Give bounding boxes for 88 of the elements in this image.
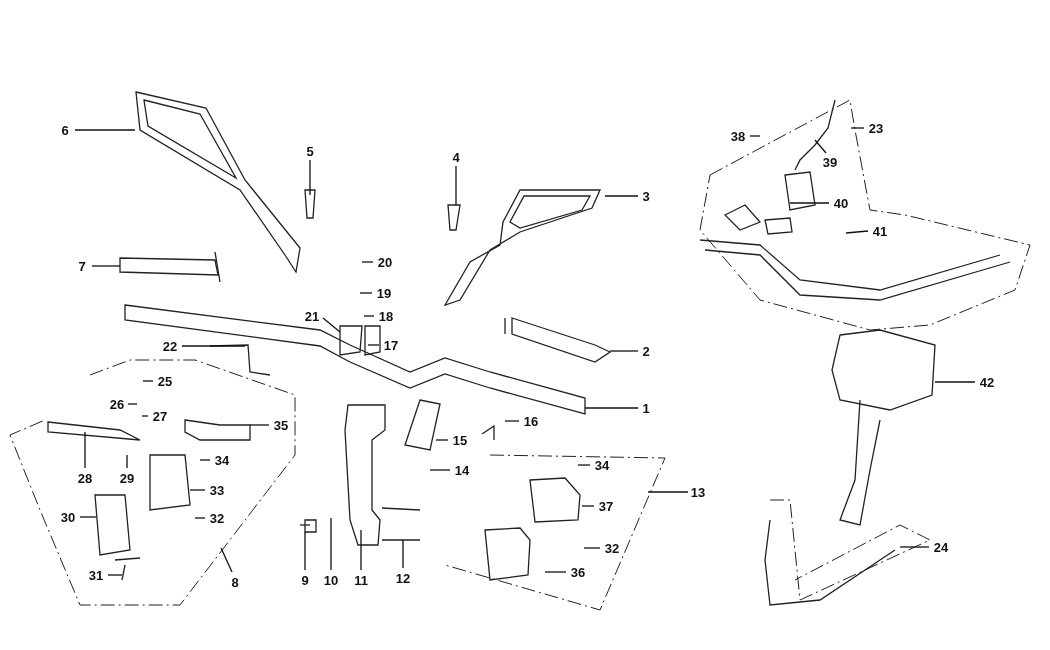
callout-number: 14 xyxy=(454,462,470,478)
leader-line xyxy=(850,127,865,129)
leader-line xyxy=(455,165,457,206)
callout-number: 6 xyxy=(61,122,69,138)
leader-line xyxy=(127,403,138,405)
leader-line xyxy=(74,129,136,131)
leader-line xyxy=(181,345,246,347)
leader-line xyxy=(584,407,639,409)
callout-number: 4 xyxy=(452,149,460,165)
callout-number: 22 xyxy=(162,338,178,354)
callout-number: 18 xyxy=(378,308,394,324)
leader-line xyxy=(367,344,380,346)
callout-number: 38 xyxy=(730,128,746,144)
callout-number: 7 xyxy=(78,258,86,274)
leader-line xyxy=(359,292,373,294)
callout-number: 3 xyxy=(642,188,650,204)
leader-line xyxy=(142,380,154,382)
callout-number: 32 xyxy=(209,510,225,526)
leader-line xyxy=(91,265,121,267)
callout-number: 28 xyxy=(77,470,93,486)
leader-line xyxy=(330,517,332,571)
leader-line xyxy=(845,230,869,234)
leader-line xyxy=(577,464,591,466)
callout-number: 17 xyxy=(383,337,399,353)
leader-line xyxy=(583,547,601,549)
leader-line xyxy=(220,547,233,573)
leader-line xyxy=(79,516,97,518)
callout-number: 15 xyxy=(452,432,468,448)
callout-number: 23 xyxy=(868,120,884,136)
callout-number: 40 xyxy=(833,195,849,211)
leader-line xyxy=(429,469,451,471)
callout-number: 1 xyxy=(642,400,650,416)
leader-line xyxy=(647,491,689,493)
leader-line xyxy=(789,202,830,204)
leader-line xyxy=(107,574,123,576)
leader-line xyxy=(322,317,341,333)
callout-number: 2 xyxy=(642,343,650,359)
leader-line xyxy=(361,261,374,263)
leader-line xyxy=(126,454,128,469)
leader-line xyxy=(402,539,404,569)
leader-line xyxy=(194,517,206,519)
callout-number: 16 xyxy=(523,413,539,429)
callout-number: 21 xyxy=(304,308,320,324)
callout-number: 27 xyxy=(152,408,168,424)
callout-number: 9 xyxy=(301,572,309,588)
leader-line xyxy=(309,159,311,196)
callout-number: 13 xyxy=(690,484,706,500)
callout-number: 33 xyxy=(209,482,225,498)
leader-line xyxy=(749,135,761,137)
callout-number: 35 xyxy=(273,417,289,433)
callout-number: 39 xyxy=(822,154,838,170)
leader-line xyxy=(189,489,206,491)
leader-line xyxy=(504,420,520,422)
callout-number: 20 xyxy=(377,254,393,270)
callout-number: 11 xyxy=(354,572,368,588)
callout-number: 12 xyxy=(395,570,411,586)
leader-line xyxy=(899,546,930,548)
leader-line xyxy=(435,439,449,441)
leader-line xyxy=(934,381,976,383)
leader-line xyxy=(304,531,306,571)
callout-number: 36 xyxy=(570,564,586,580)
callout-number: 26 xyxy=(109,396,125,412)
leader-line xyxy=(360,529,362,571)
callout-number: 41 xyxy=(872,223,888,239)
callout-number: 34 xyxy=(594,457,610,473)
callout-number: 19 xyxy=(376,285,392,301)
leader-line xyxy=(581,505,595,507)
callout-number: 30 xyxy=(60,509,76,525)
callout-number: 34 xyxy=(214,452,230,468)
callout-number: 25 xyxy=(157,373,173,389)
callout-number: 24 xyxy=(933,539,949,555)
leader-line xyxy=(249,424,270,426)
callout-number: 29 xyxy=(119,470,135,486)
leader-line xyxy=(604,195,639,197)
callout-number: 32 xyxy=(604,540,620,556)
leader-line xyxy=(84,431,86,469)
callout-number: 42 xyxy=(979,374,995,390)
callout-number: 8 xyxy=(231,574,239,590)
callout-number: 10 xyxy=(323,572,339,588)
leader-line xyxy=(199,459,211,461)
leader-line xyxy=(544,571,567,573)
leader-line xyxy=(363,315,375,317)
leader-line xyxy=(141,415,149,417)
leader-line xyxy=(609,350,639,352)
leader-line xyxy=(814,139,827,154)
callout-number: 37 xyxy=(598,498,614,514)
callout-number: 31 xyxy=(88,567,104,583)
callout-number: 5 xyxy=(306,143,314,159)
